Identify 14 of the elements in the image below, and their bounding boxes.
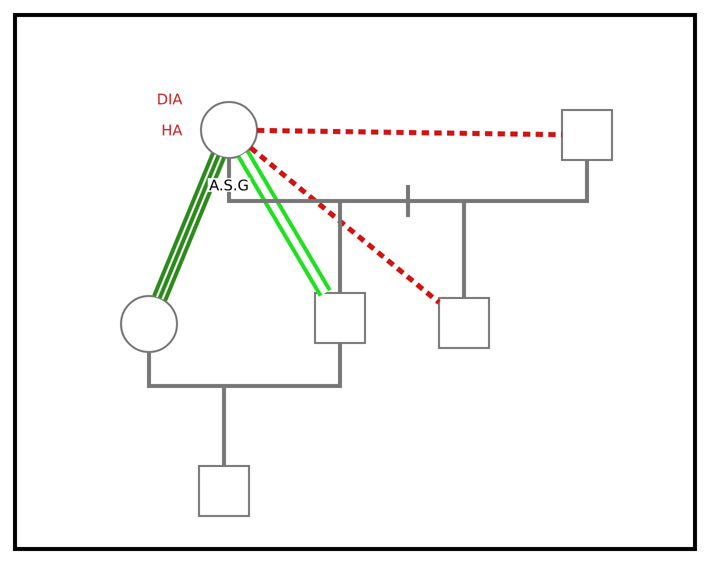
note-text: DIA	[158, 94, 182, 104]
double-line	[236, 150, 332, 297]
family-line	[227, 157, 589, 299]
dotted-line	[249, 146, 441, 304]
person-square	[438, 297, 490, 349]
family-line	[147, 342, 342, 467]
person-square	[314, 292, 366, 344]
name-label: A.S.G	[208, 178, 250, 192]
person-square	[198, 465, 250, 517]
person-circle	[120, 295, 178, 353]
person-square	[561, 109, 613, 161]
triple-line	[152, 152, 226, 302]
dotted-line	[256, 128, 562, 138]
note-text: HA	[162, 124, 182, 136]
